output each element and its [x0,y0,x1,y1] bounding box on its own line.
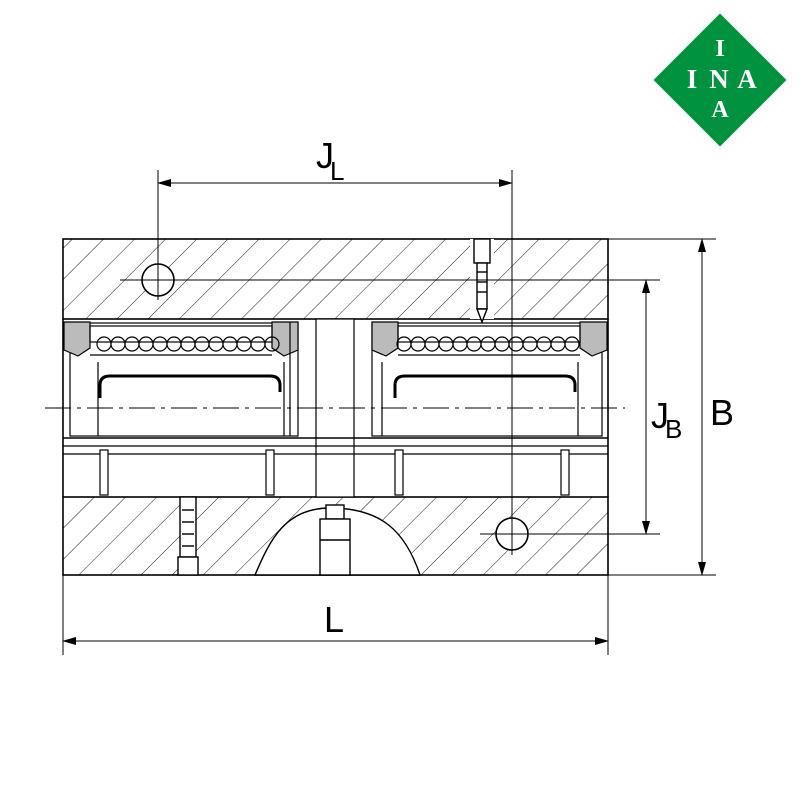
logo-letter-a: A [737,64,757,94]
jb-label: J [651,395,669,436]
logo-letter-i: I [687,64,698,94]
dimension-l [62,575,609,655]
ina-logo: I I N A A [653,13,787,147]
jl-label: J [316,135,334,176]
dimension-jb [120,279,660,535]
dimension-b [608,238,716,576]
ball-row-right [396,336,580,352]
housing-top [62,238,609,324]
linear-bearing-left [63,321,299,437]
jb-subscript: B [665,414,682,444]
housing-bottom [62,496,609,576]
logo-letter-a-bottom: A [711,97,729,123]
logo-letter-n: N [709,64,729,94]
linear-bearing-right [371,321,608,437]
grease-nipple-bottom-left [177,496,199,576]
grease-nipple-bottom-center [319,504,351,576]
logo-diamond [653,13,787,147]
grease-nipple-top [473,238,491,324]
jl-subscript: L [330,156,344,186]
l-label: L [324,599,344,640]
dimension-jl [157,170,513,555]
logo-letter-i-top: I [715,36,724,62]
retaining-pins [99,449,570,496]
ball-row-left [96,336,280,352]
b-label: B [710,392,734,433]
